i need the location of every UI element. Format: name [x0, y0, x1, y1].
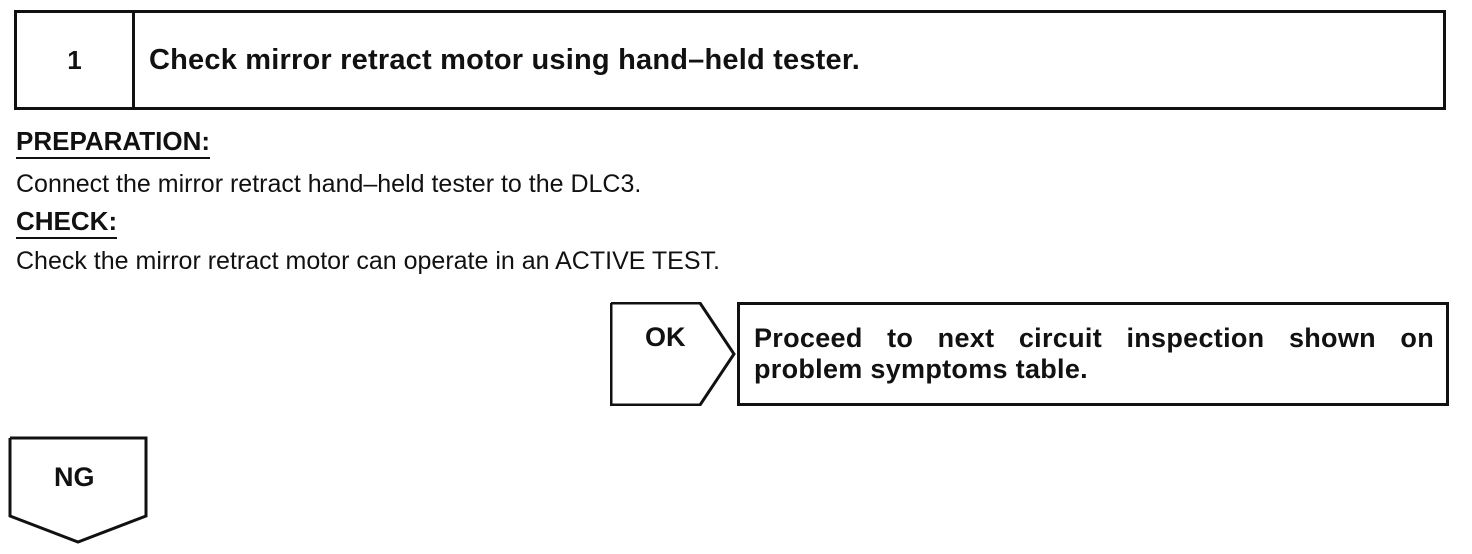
step-number: 1: [17, 13, 135, 107]
preparation-text: Connect the mirror retract hand–held tes…: [16, 170, 642, 198]
check-label-text: CHECK:: [16, 206, 118, 239]
check-label: CHECK:: [16, 206, 118, 239]
ok-arrow-shape: [610, 302, 736, 406]
preparation-label-text: PREPARATION:: [16, 126, 211, 159]
ng-arrow-shape: [8, 436, 148, 544]
ok-label: OK: [645, 322, 686, 352]
ng-label: NG: [54, 462, 95, 492]
step-header-box: 1 Check mirror retract motor using hand–…: [14, 10, 1446, 110]
preparation-label: PREPARATION:: [16, 126, 211, 159]
check-text: Check the mirror retract motor can opera…: [16, 247, 720, 275]
step-title: Check mirror retract motor using hand–he…: [149, 43, 861, 76]
ok-result-box: Proceed to next circuit inspection shown…: [737, 302, 1449, 406]
